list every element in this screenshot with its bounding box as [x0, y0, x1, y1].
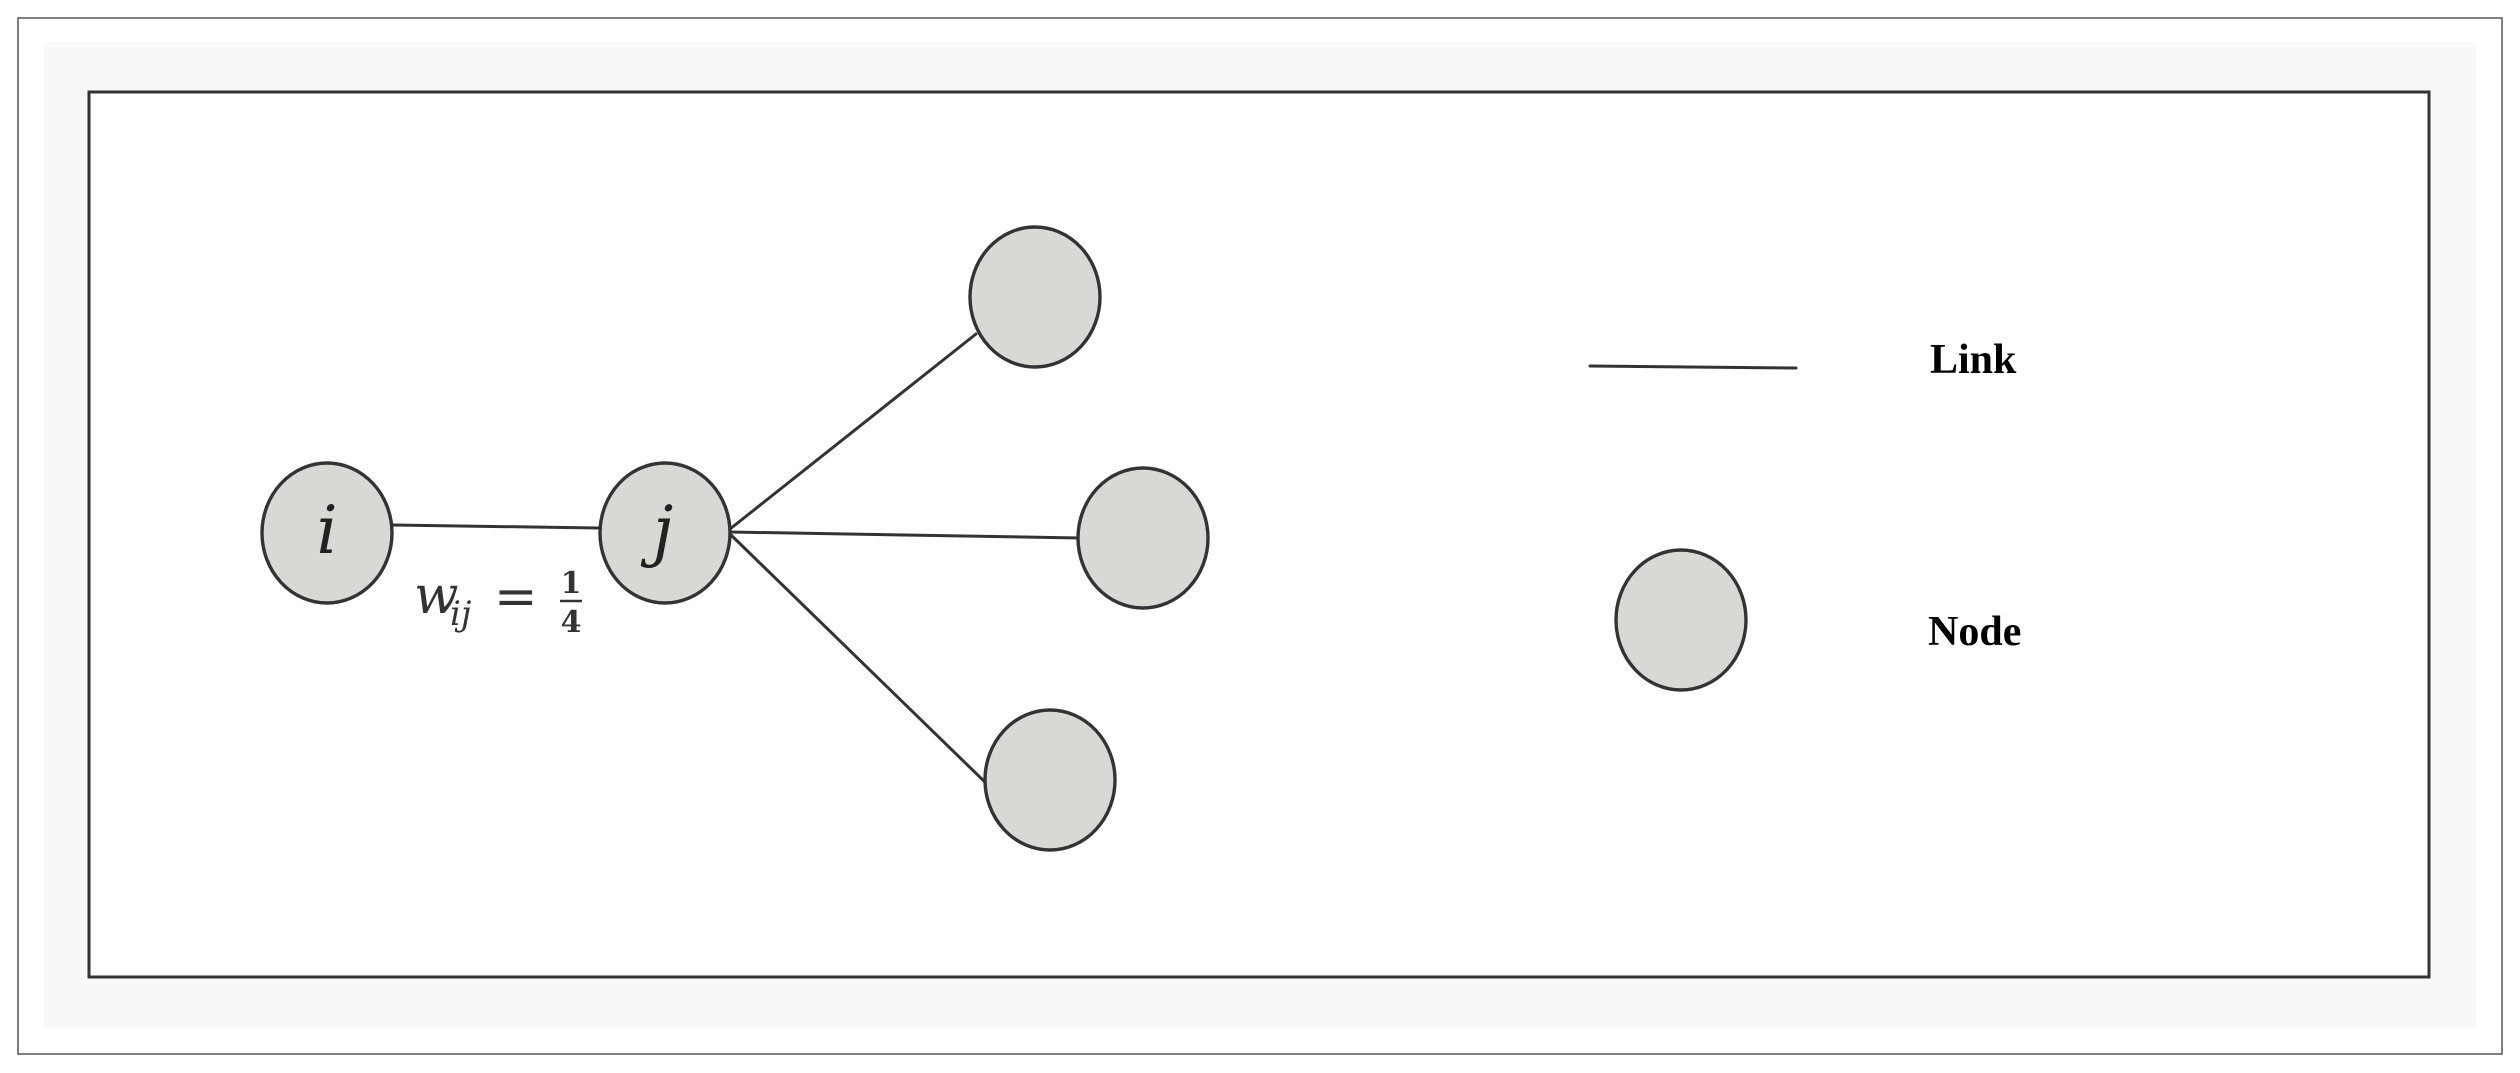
node-i-label: i [316, 492, 337, 569]
weight-variable: w [414, 566, 459, 626]
node-middle [1076, 466, 1210, 610]
diagram-panel [87, 90, 2431, 979]
legend-node-sample [1614, 548, 1748, 692]
node-i-circle [260, 461, 394, 605]
link-j-node-top [728, 332, 978, 531]
node-j-circle [598, 461, 732, 605]
legend: Link Node [1588, 337, 2021, 692]
weight-numerator: 1 [561, 566, 582, 601]
weight-subscript: ij [450, 594, 472, 634]
edge-weight-label: w ij = 1 4 [414, 566, 582, 640]
node-top [968, 225, 1102, 369]
legend-link-label: Link [1930, 337, 2017, 383]
weight-equals: = [494, 567, 538, 627]
legend-node-label: Node [1928, 609, 2021, 655]
node-j: j [598, 461, 732, 605]
legend-link-sample [1588, 364, 1798, 370]
node-bottom [983, 708, 1117, 852]
link-j-node-bottom [728, 532, 990, 787]
link-i-j [391, 523, 600, 530]
weight-denominator: 4 [561, 605, 582, 640]
link-j-node-middle [728, 530, 1082, 540]
node-i: i [260, 461, 394, 605]
